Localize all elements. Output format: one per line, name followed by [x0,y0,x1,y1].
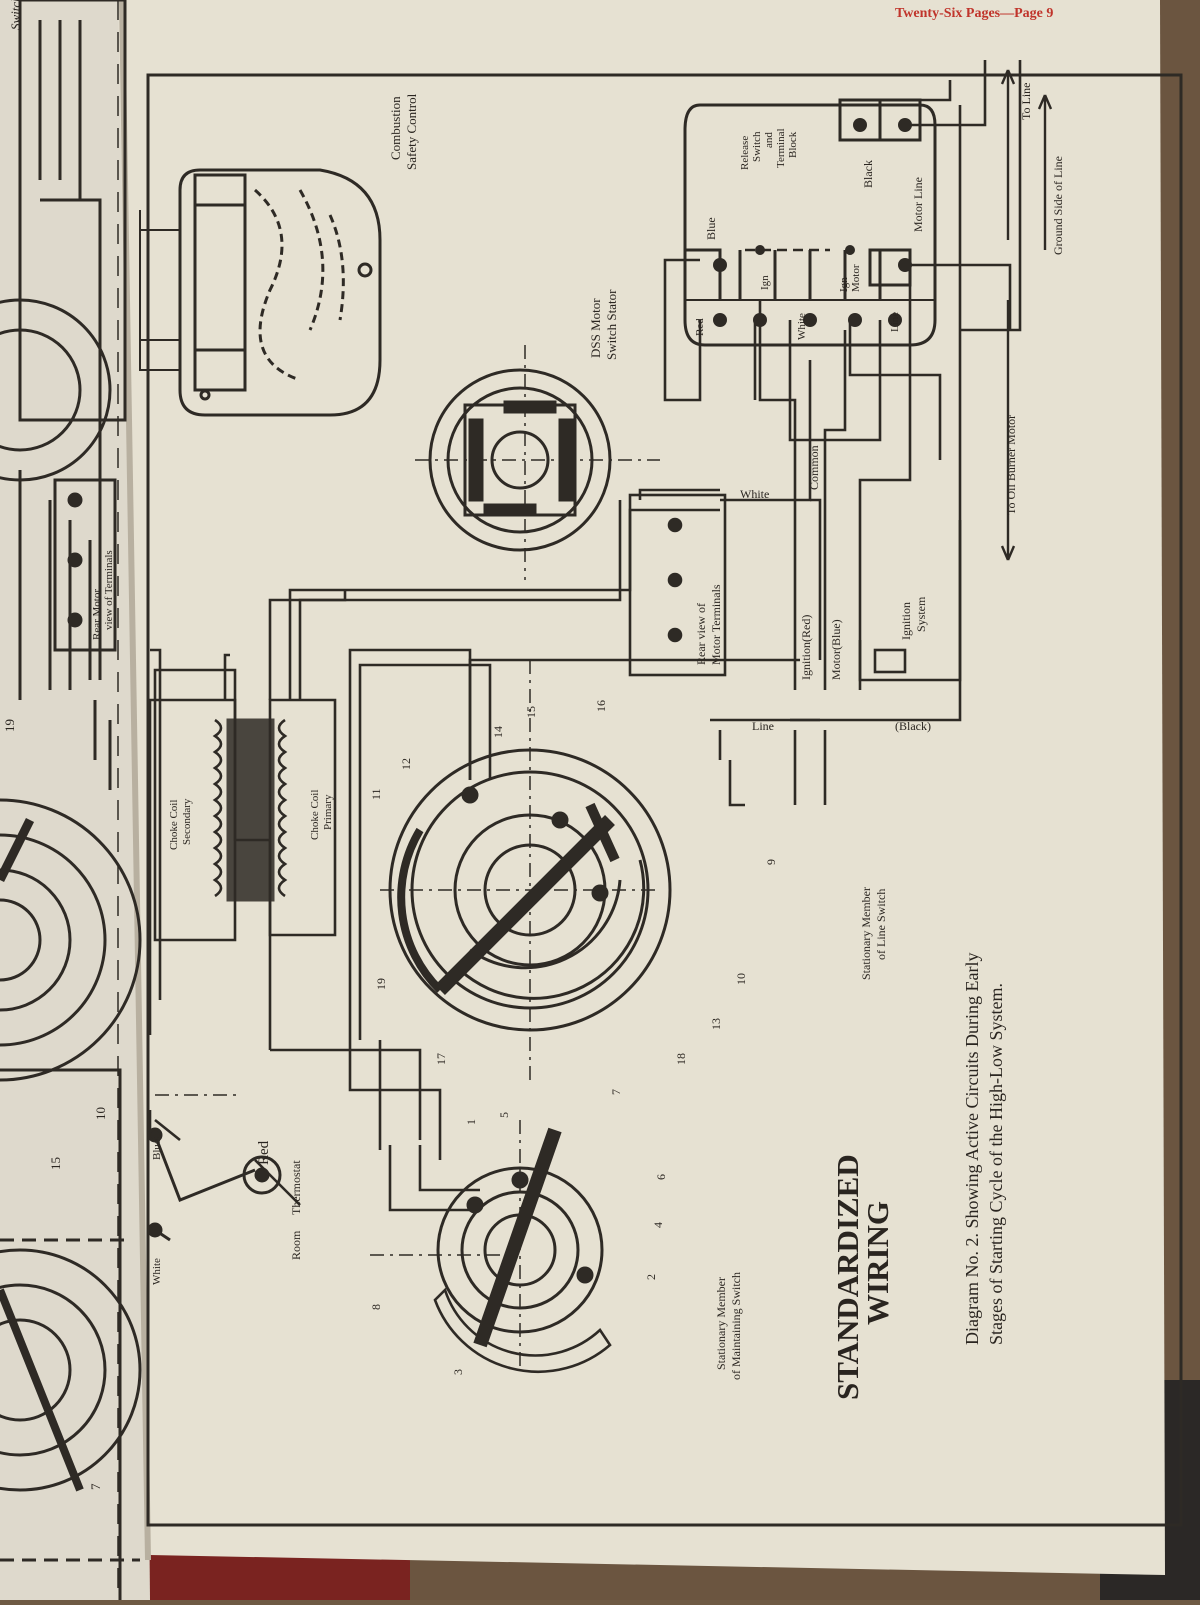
motor-line-label: Motor Line [911,177,925,232]
ign-motor-label-1: Ign [838,277,850,292]
num-12: 12 [399,758,413,770]
white-wire-label: White [740,487,769,501]
left-num-7: 7 [88,1483,103,1490]
title-standardized: STANDARDIZED [830,1154,865,1400]
left-page [0,0,150,1600]
num-13: 13 [709,1018,723,1030]
rotated-labels: Combustion Safety Control DSS Motor Swit… [151,83,1065,1400]
right-page [118,0,1165,1575]
to-line-label: To Line [1019,83,1033,120]
combustion-safety-control [139,168,382,417]
thermostat-red-label: Red [256,1140,272,1165]
num-9: 9 [764,859,778,865]
num-15: 15 [524,706,538,718]
arrows [1000,69,1053,561]
line-switch-label-2: of Line Switch [874,889,888,960]
num-14: 14 [491,726,505,738]
num-18: 18 [674,1053,688,1065]
line-switch-numbers: 11 12 14 15 16 9 10 13 18 17 19 [369,700,778,1065]
num-11: 11 [369,788,383,800]
left-switch-stator-label: Switch Stator [8,0,23,30]
maintaining-label-1: Stationary Member [714,1277,728,1370]
mnum-4: 4 [651,1222,665,1228]
line-switch-label-1: Stationary Member [859,887,873,980]
title-wiring: WIRING [860,1201,895,1325]
ground-side-label: Ground Side of Line [1051,156,1065,255]
black-wire-label: (Black) [895,719,931,733]
red-terminal-label: Red [694,318,706,336]
choke-secondary-label-1: Choke Coil [168,800,180,850]
choke-primary-label-1: Choke Coil [309,790,321,840]
release-label-4: Terminal [775,128,787,168]
mnum-7: 7 [609,1089,623,1095]
mnum-2: 2 [644,1274,658,1280]
left-page-diagram [0,0,142,1600]
rear-view-label-2: Motor Terminals [709,584,723,665]
thermostat-white-label: White [151,1258,163,1285]
release-label-1: Release [739,136,751,170]
ignition-red-label: Ignition(Red) [799,615,813,680]
caption-line-2: Stages of Starting Cycle of the High-Low… [986,983,1006,1345]
combustion-label-1: Combustion [388,96,403,160]
common-label: Common [807,445,821,490]
num-10: 10 [734,973,748,985]
num-16: 16 [594,700,608,712]
rear-view-label-1: Rear view of [694,603,708,665]
maintaining-switch [433,1127,612,1374]
release-label-2: Switch [751,131,763,162]
dss-label-1: DSS Motor [588,298,603,358]
wires [148,60,1022,1370]
left-rear-motor-label: Rear Motor [91,589,103,640]
num-17: 17 [434,1053,448,1065]
page-header: Twenty-Six Pages—Page 9 [895,6,1053,21]
left-num-19: 19 [2,719,17,732]
left-num-15: 15 [48,1157,63,1170]
white-terminal-label: White [796,313,808,340]
motor-blue-label: Motor(Blue) [829,619,843,680]
dss-motor-switch-stator [428,368,612,552]
room-label: Room [289,1230,303,1260]
release-label-5: Block [787,131,799,158]
ign-terminal-label: Ign [759,275,771,290]
dss-label-2: Switch Stator [604,289,619,360]
choke-primary-label-2: Primary [322,794,334,830]
room-thermostat [147,1127,282,1242]
blue-terminal-label: Blue [704,217,718,240]
diagram-frame [146,73,1183,1527]
mnum-6: 6 [654,1174,668,1180]
black-terminal-label: Black [861,160,875,188]
mnum-3: 3 [451,1369,465,1375]
thermostat-blue-label: Blue [151,1139,163,1160]
ign-motor-label-2: Motor [850,264,862,292]
line-switch [388,748,672,1032]
terminal-screws [713,118,912,327]
left-num-10: 10 [93,1107,108,1120]
left-page-labels: Switch Stator Rear Motor view of Termina… [2,0,115,1490]
maintaining-label-2: of Maintaining Switch [729,1272,743,1380]
line-wire-label: Line [752,719,774,733]
maintaining-numbers: 1 5 7 8 3 2 4 6 [369,1089,668,1375]
oil-burner-motor-label: To Oil Burner Motor [1004,415,1018,515]
mnum-5: 5 [497,1112,511,1118]
caption-line-1: Diagram No. 2. Showing Active Circuits D… [962,953,982,1345]
thermostat-label: Thermostat [289,1160,303,1215]
release-label-3: and [763,132,775,148]
line-terminal-label: Line [889,312,901,332]
combustion-label-2: Safety Control [404,93,419,170]
choke-coil [153,668,337,942]
ignition-system-label-1: Ignition [899,602,913,640]
left-view-terminals-label: view of Terminals [103,550,115,630]
mnum-8: 8 [369,1304,383,1310]
motor-terminals-block [628,493,727,677]
mnum-1: 1 [464,1119,478,1125]
choke-secondary-label-2: Secondary [181,798,193,845]
num-19: 19 [374,978,388,990]
ignition-system-label-2: System [914,596,928,632]
